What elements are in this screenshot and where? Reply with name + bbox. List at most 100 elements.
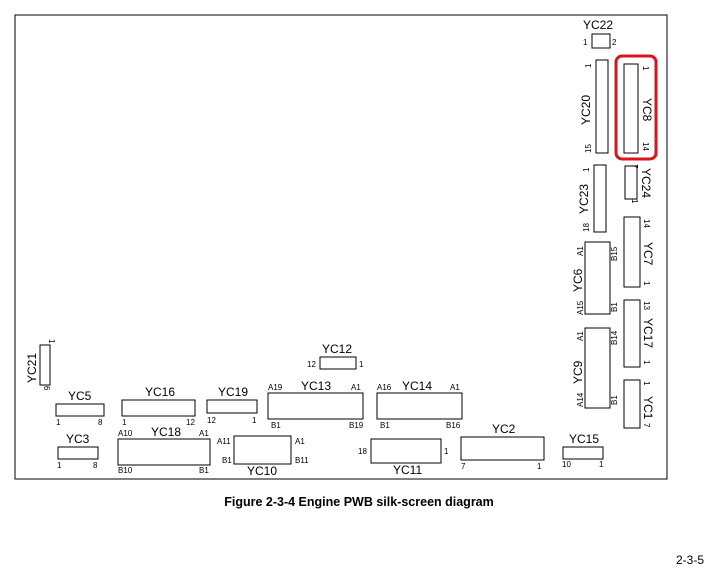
yc23-pin: 18 [582, 223, 591, 232]
yc18-label: YC18 [151, 425, 181, 439]
yc9-pin: B1 [610, 395, 619, 405]
yc18-pin: A10 [118, 429, 133, 438]
yc2-label: YC2 [492, 422, 516, 436]
yc14-label: YC14 [402, 379, 432, 393]
yc12-pin: 12 [307, 360, 316, 369]
yc2-pin: 1 [537, 462, 542, 471]
pwb-outline [14, 14, 668, 480]
yc13-pin: B1 [271, 421, 281, 430]
yc1-label: YC1 [641, 396, 655, 420]
yc11-pin: 18 [358, 447, 367, 456]
yc6-pin: B1 [610, 302, 619, 312]
yc1-pin: 7 [642, 423, 651, 428]
connector-yc18: YC18 A10 A1 B10 B1 [117, 425, 211, 475]
connector-yc9: YC9 A1 B14 A14 B1 [571, 327, 619, 409]
yc11-pin: 1 [444, 447, 449, 456]
yc19-pin: 12 [207, 416, 216, 425]
connector-yc16: YC16 1 12 [121, 385, 196, 427]
yc17-pin: 1 [642, 360, 651, 365]
yc10-pin: B1 [222, 456, 232, 465]
yc13-pin: A1 [351, 383, 361, 392]
yc15-pin: 10 [562, 460, 571, 469]
yc19-label: YC19 [218, 385, 248, 399]
yc7-pin: 1 [642, 281, 651, 286]
yc20-pin: 1 [584, 63, 593, 68]
yc10-pin: B11 [295, 456, 309, 465]
yc1-pin: 1 [642, 381, 651, 386]
yc14-pin: A16 [377, 383, 392, 392]
yc23-pin: 1 [582, 167, 591, 172]
connector-yc20: YC20 1 15 [579, 59, 609, 154]
connector-yc10: YC10 A11 A1 B1 B11 [217, 435, 309, 478]
yc6-label: YC6 [571, 268, 585, 292]
highlight-box [614, 54, 658, 161]
yc9-pin: A14 [576, 392, 585, 407]
yc22-pin: 1 [583, 38, 588, 47]
yc8-pin: 14 [641, 142, 650, 151]
yc7-pin: 14 [642, 219, 651, 228]
yc14-pin: A1 [450, 383, 460, 392]
yc10-label: YC10 [247, 464, 277, 478]
yc9-pin: A1 [576, 331, 585, 341]
yc15-pin: 1 [599, 460, 604, 469]
yc16-label: YC16 [145, 385, 175, 399]
yc2-pin: 7 [461, 462, 466, 471]
yc14-pin: B1 [380, 421, 390, 430]
yc24-pin: 7 [630, 164, 639, 169]
yc16-pin: 12 [186, 418, 195, 427]
yc9-label: YC9 [571, 360, 585, 384]
figure-caption: Figure 2-3-4 Engine PWB silk-screen diag… [224, 495, 494, 509]
yc12-label: YC12 [322, 342, 352, 356]
yc21-pin: 1 [47, 339, 56, 344]
yc18-pin: B10 [118, 466, 133, 475]
yc20-label: YC20 [579, 95, 593, 125]
yc24-pin: 1 [630, 199, 639, 204]
yc9-pin: B14 [610, 330, 619, 345]
yc13-pin: A19 [268, 383, 283, 392]
connector-yc17: YC17 13 1 [623, 299, 655, 368]
yc17-pin: 13 [642, 301, 651, 310]
yc20-pin: 15 [584, 144, 593, 153]
yc10-pin: A11 [217, 437, 231, 446]
yc23-label: YC23 [577, 184, 591, 214]
yc5-pin: 8 [98, 418, 103, 427]
connector-yc12: YC12 12 1 [307, 342, 364, 370]
yc19-pin: 1 [252, 416, 257, 425]
connector-yc3: YC3 1 8 [57, 432, 99, 470]
yc18-pin: A1 [199, 429, 209, 438]
connector-yc14: YC14 A16 A1 B1 B16 [376, 379, 463, 430]
connector-yc22: YC22 1 2 [583, 18, 617, 49]
yc3-label: YC3 [66, 432, 90, 446]
yc24-label: YC24 [639, 168, 653, 198]
connector-yc6: YC6 A1 B15 A15 B1 [571, 241, 619, 315]
yc13-label: YC13 [301, 379, 331, 393]
connector-yc15: YC15 10 1 [562, 432, 604, 469]
connector-yc24: YC24 7 1 [624, 164, 653, 204]
connector-yc13: YC13 A19 A1 B1 B19 [267, 379, 364, 430]
page-number: 2-3-5 [675, 553, 704, 567]
yc13-pin: B19 [349, 421, 364, 430]
connector-yc2: YC2 7 1 [460, 422, 545, 471]
yc22-pin: 2 [612, 38, 617, 47]
yc6-pin: A1 [576, 246, 585, 256]
yc21-pin: 6 [42, 386, 51, 391]
yc6-pin: A15 [576, 300, 585, 315]
yc5-label: YC5 [68, 389, 92, 403]
yc18-pin: B1 [199, 466, 209, 475]
yc16-pin: 1 [122, 418, 127, 427]
yc21-label: YC21 [25, 353, 39, 383]
yc11-label: YC11 [393, 463, 422, 477]
connector-yc21: YC21 1 6 [25, 339, 56, 391]
connector-yc5: YC5 1 8 [55, 389, 105, 427]
connector-yc1: YC1 1 7 [623, 379, 655, 429]
yc8-pin: 1 [641, 66, 650, 71]
yc3-pin: 8 [93, 461, 98, 470]
yc5-pin: 1 [56, 418, 61, 427]
yc3-pin: 1 [57, 461, 62, 470]
yc15-label: YC15 [569, 432, 599, 446]
yc12-pin: 1 [359, 360, 364, 369]
yc6-pin: B15 [610, 246, 619, 261]
connector-yc11: YC11 18 1 [358, 438, 449, 477]
connector-yc7: YC7 14 1 [623, 216, 655, 288]
